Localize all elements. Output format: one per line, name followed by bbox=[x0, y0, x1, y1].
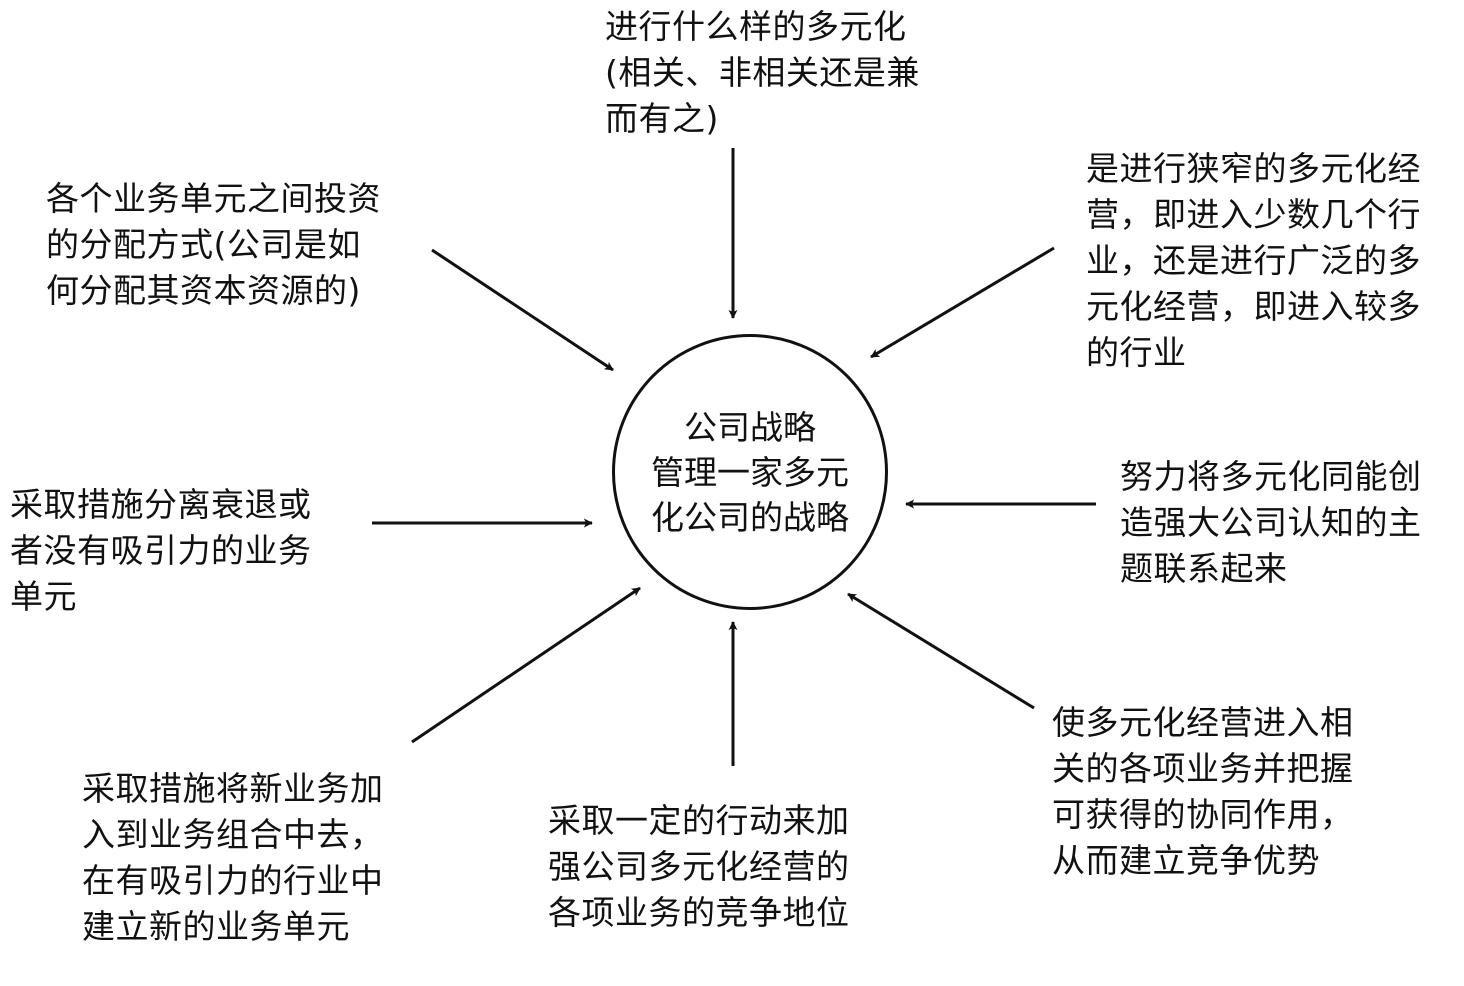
node-line: 入到业务组合中去， bbox=[82, 815, 384, 854]
node-line: 造强大公司认知的主 bbox=[1120, 503, 1422, 542]
node-line: 题联系起来 bbox=[1120, 549, 1288, 588]
center-text: 公司战略 管理一家多元 化公司的战略 bbox=[651, 405, 849, 540]
node-line: 营，即进入少数几个行 bbox=[1086, 195, 1421, 234]
node-line: 强公司多元化经营的 bbox=[548, 847, 850, 886]
node-line: 者没有吸引力的业务 bbox=[10, 531, 312, 570]
node-line: 的行业 bbox=[1086, 333, 1187, 372]
node-line: 在有吸引力的行业中 bbox=[82, 861, 384, 900]
node-left: 采取措施分离衰退或 者没有吸引力的业务 单元 bbox=[10, 482, 312, 620]
node-line: 单元 bbox=[10, 577, 77, 616]
node-bottom: 采取一定的行动来加 强公司多元化经营的 各项业务的竞争地位 bbox=[548, 798, 850, 936]
node-right: 努力将多元化同能创 造强大公司认知的主 题联系起来 bbox=[1120, 454, 1422, 592]
node-line: 何分配其资本资源的) bbox=[46, 271, 361, 310]
node-line: 使多元化经营进入相 bbox=[1052, 703, 1354, 742]
node-top-left: 各个业务单元之间投资 的分配方式(公司是如 何分配其资本资源的) bbox=[46, 176, 381, 314]
node-line: 各项业务的竞争地位 bbox=[548, 893, 850, 932]
node-line: 采取措施分离衰退或 bbox=[10, 485, 312, 524]
center-line: 公司战略 bbox=[684, 407, 816, 447]
center-line: 管理一家多元 bbox=[651, 452, 849, 492]
arrow-bottom-left bbox=[411, 586, 641, 744]
arrow-top-left bbox=[431, 248, 614, 372]
node-line: 元化经营，即进入较多 bbox=[1086, 287, 1421, 326]
node-line: 进行什么样的多元化 bbox=[605, 7, 907, 46]
center-circle: 公司战略 管理一家多元 化公司的战略 bbox=[612, 334, 888, 610]
node-top-right: 是进行狭窄的多元化经 营，即进入少数几个行 业，还是进行广泛的多 元化经营，即进… bbox=[1086, 146, 1421, 376]
node-line: 的分配方式(公司是如 bbox=[46, 225, 361, 264]
node-line: 采取一定的行动来加 bbox=[548, 801, 850, 840]
node-line: 而有之) bbox=[605, 99, 719, 138]
node-line: 建立新的业务单元 bbox=[82, 907, 350, 946]
node-line: 是进行狭窄的多元化经 bbox=[1086, 149, 1421, 188]
arrow-top-right bbox=[870, 246, 1055, 359]
node-line: 可获得的协同作用， bbox=[1052, 795, 1354, 834]
node-line: (相关、非相关还是兼 bbox=[605, 53, 920, 92]
node-line: 业，还是进行广泛的多 bbox=[1086, 241, 1421, 280]
arrow-bottom-right bbox=[847, 592, 1035, 710]
center-line: 化公司的战略 bbox=[651, 497, 849, 537]
node-line: 各个业务单元之间投资 bbox=[46, 179, 381, 218]
node-bottom-right: 使多元化经营进入相 关的各项业务并把握 可获得的协同作用， 从而建立竞争优势 bbox=[1052, 700, 1354, 884]
node-line: 努力将多元化同能创 bbox=[1120, 457, 1422, 496]
node-top: 进行什么样的多元化 (相关、非相关还是兼 而有之) bbox=[605, 4, 920, 142]
node-line: 关的各项业务并把握 bbox=[1052, 749, 1354, 788]
node-line: 采取措施将新业务加 bbox=[82, 769, 384, 808]
node-bottom-left: 采取措施将新业务加 入到业务组合中去， 在有吸引力的行业中 建立新的业务单元 bbox=[82, 766, 384, 950]
node-line: 从而建立竞争优势 bbox=[1052, 841, 1320, 880]
